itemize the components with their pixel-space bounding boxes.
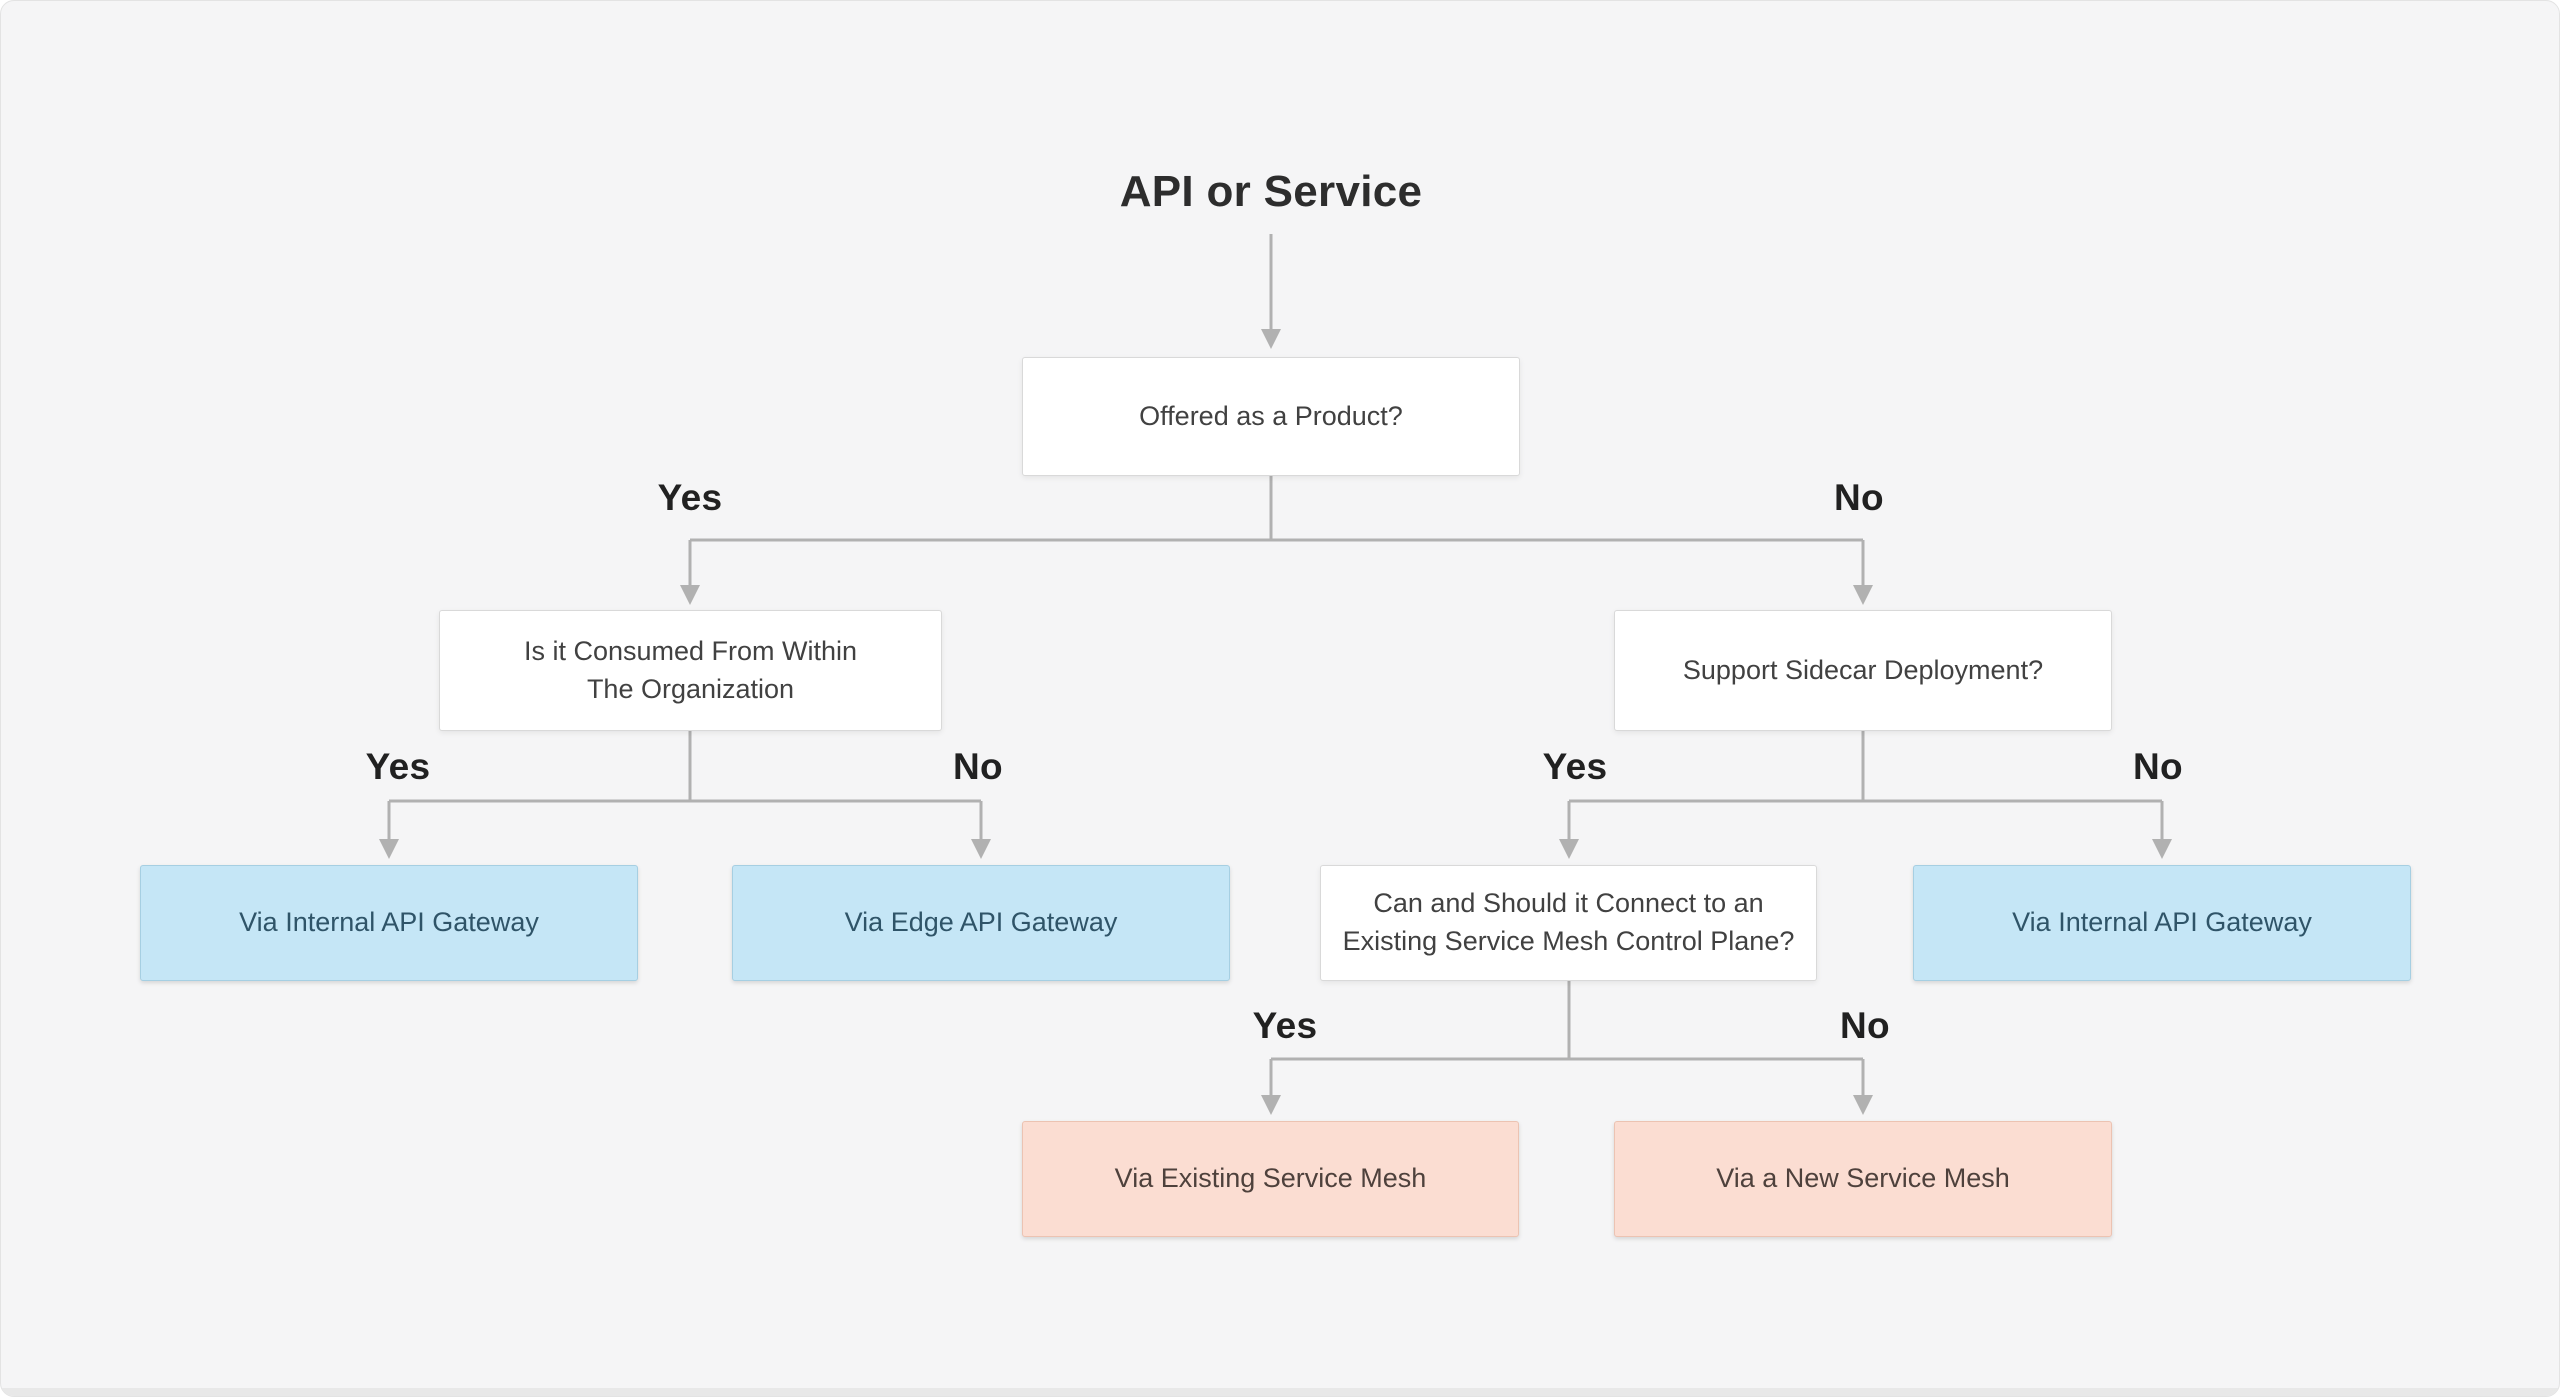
node-connect-existing-service-mesh-control-plane: Can and Should it Connect to an Existing… (1320, 865, 1817, 981)
branch-label-level1-yes: Yes (657, 477, 723, 518)
branch-label-level1-no: No (1834, 477, 1884, 518)
node-text: Via a New Service Mesh (1716, 1163, 2010, 1194)
node-text-line2: Existing Service Mesh Control Plane? (1342, 926, 1795, 956)
branch-label-level3-no: No (1840, 1005, 1890, 1046)
branch-label-level2-right-yes: Yes (1542, 746, 1608, 787)
node-offered-as-a-product: Offered as a Product? (1022, 357, 1520, 476)
node-text-line2: The Organization (586, 673, 795, 704)
branch-label-level2-left-yes: Yes (365, 746, 431, 787)
node-via-existing-service-mesh: Via Existing Service Mesh (1022, 1121, 1519, 1237)
branch-label-level2-right-no: No (2133, 746, 2183, 787)
branch-label-level2-left-no: No (953, 746, 1003, 787)
node-text-line1: Is it Consumed From Within (523, 635, 858, 666)
node-text: Support Sidecar Deployment? (1682, 654, 2044, 685)
node-via-edge-api-gateway: Via Edge API Gateway (732, 865, 1230, 981)
node-text: Via Edge API Gateway (844, 907, 1118, 938)
bottom-edge-strip (1, 1388, 2559, 1396)
node-support-sidecar-deployment: Support Sidecar Deployment? (1614, 610, 2112, 731)
node-consumed-from-within-organization: Is it Consumed From Within The Organizat… (439, 610, 942, 731)
node-text: Via Internal API Gateway (2012, 907, 2312, 938)
node-text-line1: Can and Should it Connect to an (1373, 888, 1764, 919)
branch-label-level3-yes: Yes (1252, 1005, 1318, 1046)
node-text: Offered as a Product? (1139, 400, 1403, 431)
node-text: Via Internal API Gateway (239, 907, 539, 938)
node-via-internal-api-gateway-right: Via Internal API Gateway (1913, 865, 2411, 981)
node-text: Via Existing Service Mesh (1114, 1163, 1427, 1194)
diagram-title: API or Service (1119, 167, 1423, 216)
node-via-internal-api-gateway-left: Via Internal API Gateway (140, 865, 638, 981)
node-via-a-new-service-mesh: Via a New Service Mesh (1614, 1121, 2112, 1237)
